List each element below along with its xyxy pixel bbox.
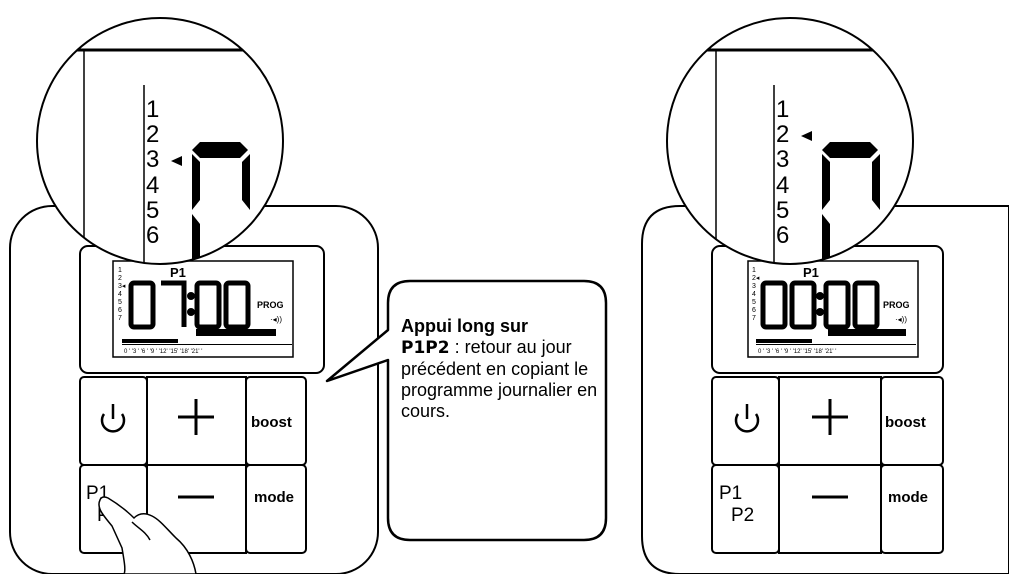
right-lcd-time-display <box>760 280 880 330</box>
right-plus-button[interactable] <box>812 399 848 435</box>
left-boost-button[interactable]: boost <box>251 414 292 431</box>
bubble-line1: Appui long sur <box>401 316 528 336</box>
left-device: 1 2 3◂ 4 5 6 7 P1 PROG ·◂)) <box>9 17 379 574</box>
svg-text:5: 5 <box>752 299 756 306</box>
zoom-number-2: 2 <box>146 121 159 148</box>
left-lcd-time-display <box>128 280 251 330</box>
plus-icon <box>812 399 848 435</box>
lcd-day-6: 6 <box>118 307 122 314</box>
plus-icon <box>178 399 214 435</box>
right-p1p2-button[interactable]: P1 P2 <box>719 483 754 526</box>
lcd-day-4: 4 <box>118 291 122 298</box>
svg-text:5: 5 <box>776 197 789 224</box>
right-zoom-view: 1 2 3 4 5 6 <box>666 17 914 265</box>
left-lcd-axis: 0 ' '3 ' '6 ' '9 ' '12' '15' '18' '21' ' <box>124 349 202 355</box>
svg-text:4: 4 <box>776 172 789 199</box>
speech-bubble <box>325 279 608 542</box>
zoom-number-4: 4 <box>146 172 159 199</box>
svg-text:2: 2 <box>776 121 789 148</box>
left-power-button[interactable] <box>80 377 147 465</box>
zoom-number-5: 5 <box>146 197 159 224</box>
right-device: 1 2◂ 3 4 5 6 7 P1 PROG ·◂)) 0 ' '3 ' '6 … <box>641 17 1009 574</box>
lcd-day-2: 2 <box>118 275 122 282</box>
left-zoom-view: 1 2 3 4 5 6 <box>36 17 284 265</box>
right-lcd-signal-icon: ·◂)) <box>895 315 907 324</box>
right-p1-label: P1 <box>719 483 742 504</box>
right-lcd-mode: PROG <box>883 300 910 310</box>
pressing-hand-icon <box>98 496 197 574</box>
svg-text:6: 6 <box>752 307 756 314</box>
power-icon <box>734 404 760 433</box>
left-lcd-signal-icon: ·◂)) <box>270 315 282 324</box>
lcd-day-5: 5 <box>118 299 122 306</box>
svg-text:1: 1 <box>752 267 756 274</box>
zoom-number-1: 1 <box>146 96 159 123</box>
svg-text:3: 3 <box>752 283 756 290</box>
left-mode-button[interactable]: mode <box>254 489 294 506</box>
zoom-day-pointer <box>171 156 182 166</box>
power-icon <box>100 404 126 433</box>
svg-text:3: 3 <box>776 146 789 173</box>
svg-text:7: 7 <box>752 315 756 322</box>
left-button-grid <box>79 376 307 554</box>
left-lcd-day-list: 1 2 3◂ 4 5 6 7 <box>118 267 126 322</box>
left-lcd-mode: PROG <box>257 300 284 310</box>
zoom-day-pointer <box>801 131 812 141</box>
right-p2-label: P2 <box>731 505 754 526</box>
left-lcd-bargraph <box>122 329 292 345</box>
lcd-day-7: 7 <box>118 315 122 322</box>
svg-text:2◂: 2◂ <box>752 275 760 282</box>
right-button-grid <box>711 376 944 554</box>
svg-text:6: 6 <box>776 222 789 249</box>
bubble-rest: : retour au jour précédent en copiant le… <box>401 337 598 421</box>
right-mode-button[interactable]: mode <box>888 489 928 506</box>
zoom-number-3: 3 <box>146 146 159 173</box>
right-lcd-program: P1 <box>803 265 819 280</box>
right-power-button[interactable] <box>734 404 760 433</box>
lcd-day-3: 3◂ <box>118 283 126 290</box>
right-lcd-axis: 0 ' '3 ' '6 ' '9 ' '12' '15' '18' '21' ' <box>758 349 836 355</box>
left-lcd-program: P1 <box>170 265 186 280</box>
right-boost-button[interactable]: boost <box>885 414 926 431</box>
bubble-text: Appui long sur P1P2 : retour au jour pré… <box>401 316 601 422</box>
left-plus-button[interactable] <box>178 399 214 435</box>
lcd-day-1: 1 <box>118 267 122 274</box>
svg-text:4: 4 <box>752 291 756 298</box>
svg-text:6: 6 <box>146 222 159 249</box>
right-lcd-day-list: 1 2◂ 3 4 5 6 7 <box>752 267 760 322</box>
right-lcd-bargraph <box>756 329 916 345</box>
svg-text:1: 1 <box>776 96 789 123</box>
bubble-code: P1P2 <box>401 338 450 358</box>
